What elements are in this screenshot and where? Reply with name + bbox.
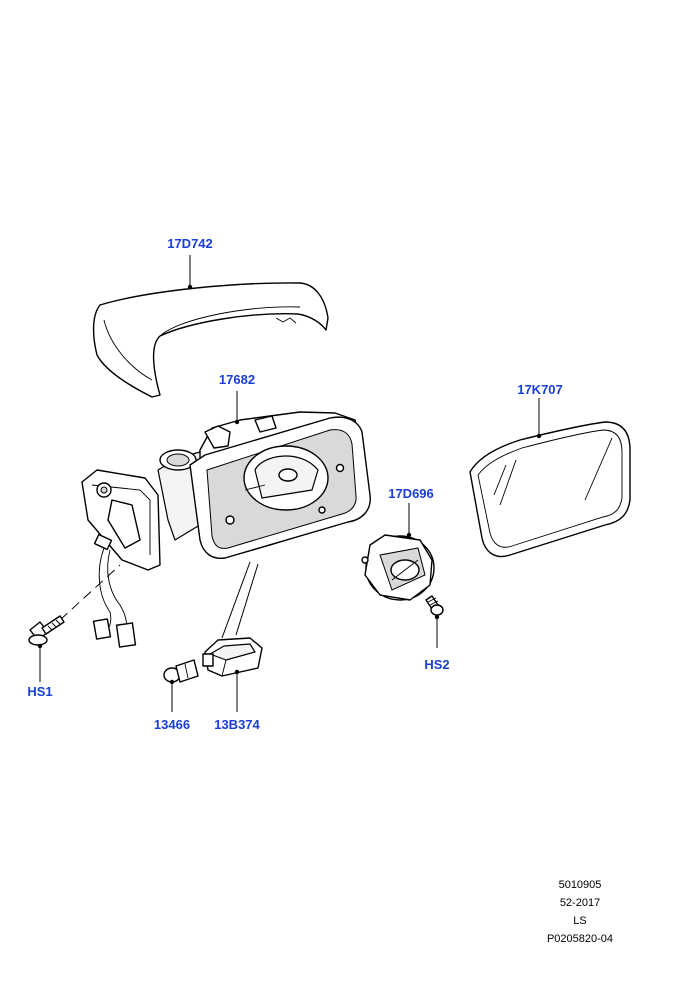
- callout-17682: 17682: [219, 372, 255, 387]
- bulb-part: [163, 659, 199, 683]
- screw-hs2-part: [425, 595, 444, 616]
- mirror-housing-part: [157, 411, 371, 560]
- callout-HS2: HS2: [424, 657, 449, 672]
- callout-17D742: 17D742: [167, 236, 213, 251]
- callout-17K707: 17K707: [517, 382, 563, 397]
- footer-block: 5010905 52-2017 LS P0205820-04: [520, 876, 640, 948]
- mounting-bracket-part: [81, 469, 161, 648]
- footer-line-1: 5010905: [558, 879, 602, 891]
- footer-line-3: LS: [573, 915, 587, 927]
- mirror-glass-part: [469, 421, 631, 558]
- footer-line-2: 52-2017: [559, 897, 601, 909]
- callout-HS1: HS1: [27, 684, 52, 699]
- callout-17D696: 17D696: [388, 486, 434, 501]
- lamp-assembly-part: [202, 637, 263, 677]
- mirror-cover-part: [92, 282, 329, 398]
- bolt-hs1-part: [28, 615, 65, 646]
- glass-actuator-part: [361, 534, 435, 601]
- callout-13466: 13466: [154, 717, 190, 732]
- footer-line-4: P0205820-04: [546, 933, 614, 945]
- callout-13B374: 13B374: [214, 717, 260, 732]
